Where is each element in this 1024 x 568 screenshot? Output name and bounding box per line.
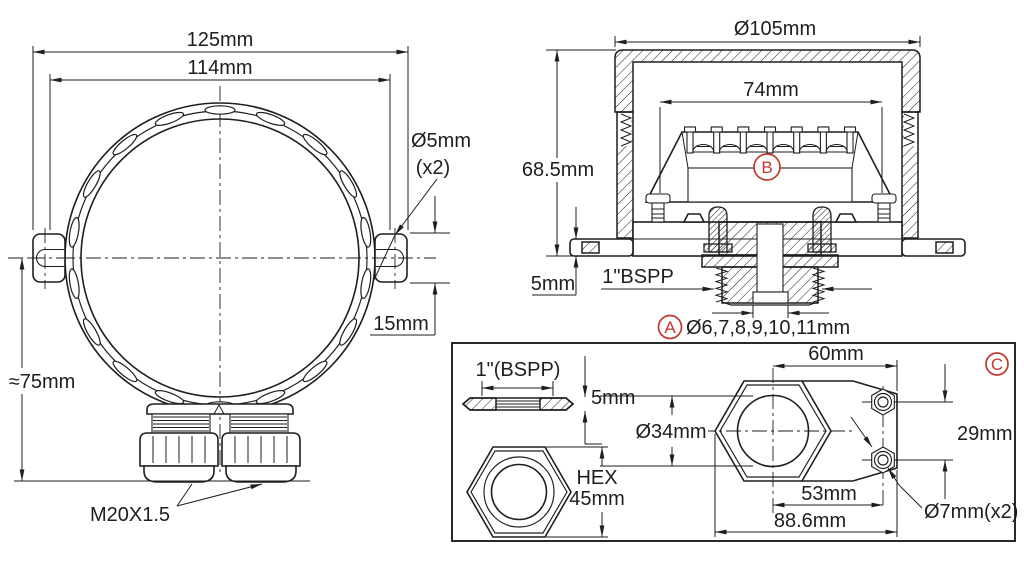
dim-locknut-thickness: 5mm	[582, 356, 635, 445]
dim-cap-diameter: Ø105mm	[614, 18, 921, 47]
dim-ear-hole-qty-label: (x2)	[416, 157, 450, 179]
dim-terminal-span: 74mm	[659, 79, 883, 193]
bracket-nut-top	[871, 388, 895, 416]
block-screw-left	[645, 193, 671, 223]
dim-bore-options-label: Ø6,7,8,9,10,11mm	[686, 317, 850, 339]
dim-nut-bore-label: Ø34mm	[635, 421, 706, 443]
dim-ear-offset: 15mm	[370, 196, 450, 336]
mounting-ear-left	[32, 228, 66, 289]
bracket-nut-bottom	[871, 446, 895, 474]
dim-hole-offset-label: 60mm	[808, 343, 864, 365]
label-process-thread-text: 1"BSPP	[602, 266, 674, 288]
marker-a-circle	[657, 314, 683, 340]
gland-flute-lines	[152, 436, 288, 463]
dim-hex-label: HEX	[576, 467, 617, 489]
dim-hole-pitch-vertical-label: 29mm	[957, 423, 1013, 445]
label-gland-thread-text: M20X1.5	[90, 504, 170, 526]
dim-hex-size-label: 45mm	[569, 488, 625, 510]
dim-terminal-span-label: 74mm	[743, 79, 799, 101]
mounting-ear-right	[374, 228, 408, 289]
dim-mount-holes: Ø7mm(x2)	[850, 416, 1018, 523]
dim-cover-diameter: 114mm	[49, 57, 391, 230]
fitting-bore	[756, 223, 784, 293]
dim-hex-size: HEX 45mm	[546, 446, 625, 538]
knurl-ring	[68, 105, 372, 411]
marker-b-label: B	[761, 158, 772, 177]
dim-bore-options: A Ø6,7,8,9,10,11mm	[657, 305, 850, 340]
locknut-front-view	[466, 446, 572, 538]
dim-hole-pitch-horizontal-label: 53mm	[801, 483, 857, 505]
base-tab-right	[901, 238, 966, 257]
detail-frame	[451, 342, 1016, 542]
dim-ear-offset-label: 15mm	[373, 313, 429, 335]
dim-locknut-thickness-label: 5mm	[591, 387, 635, 409]
dim-overall-width-label: 125mm	[187, 29, 254, 51]
dim-bracket-width: 88.6mm	[714, 434, 898, 537]
marker-c-circle	[985, 352, 1009, 376]
marker-a-label: A	[664, 318, 676, 337]
dim-overall-height: ≈75mm	[3, 258, 310, 482]
dim-body-height-label: 68.5mm	[522, 159, 594, 181]
marker-b-circle	[753, 153, 781, 181]
dim-overall-width: 125mm	[32, 29, 409, 230]
dim-hole-pitch-horizontal: 53mm	[773, 483, 883, 508]
section-view-housing: B Ø105mm 74mm	[520, 18, 966, 340]
dim-locknut-thread: 1"(BSPP)	[476, 359, 561, 396]
front-view-housing: 125mm 114mm Ø5mm (x2) 15mm ≈75mm	[3, 29, 471, 526]
dim-body-height: 68.5mm	[520, 49, 616, 257]
dim-hole-offset: 60mm	[773, 343, 898, 391]
dim-hole-pitch-vertical: 29mm	[942, 364, 1013, 499]
dim-locknut-thread-label: 1"(BSPP)	[476, 359, 561, 381]
gland-boss	[146, 403, 294, 415]
cap-spring-detail	[619, 113, 916, 147]
locknut-side-view	[461, 397, 575, 411]
dim-nut-bore: Ø34mm	[600, 395, 753, 467]
label-process-thread: 1"BSPP	[601, 266, 872, 292]
dim-cover-diameter-label: 114mm	[187, 57, 252, 79]
cover-inner-circle	[80, 118, 360, 398]
fitting-thread-zigzag	[714, 267, 826, 303]
fitting-counterbore	[752, 291, 789, 304]
terminal-row	[683, 126, 857, 154]
label-gland-thread: M20X1.5	[90, 483, 263, 526]
dim-ear-hole-label: Ø5mm	[411, 130, 471, 152]
dim-ear-hole: Ø5mm (x2)	[372, 130, 471, 283]
detail-view-box: C 1"(BSPP) 5mm	[451, 342, 1018, 542]
block-screw-right	[871, 193, 897, 223]
captive-screw-right	[812, 206, 832, 253]
dim-bracket-width-label: 88.6mm	[774, 510, 846, 532]
dim-cap-diameter-label: Ø105mm	[734, 18, 816, 40]
process-fitting	[701, 206, 839, 306]
gland-thread-lines	[153, 416, 287, 432]
marker-c-label: C	[991, 355, 1003, 374]
dim-flange-thickness-label: 5mm	[531, 273, 575, 295]
base-tab-left	[569, 238, 634, 257]
dim-overall-height-label: ≈75mm	[9, 371, 76, 393]
dim-mount-holes-label: Ø7mm(x2)	[924, 501, 1018, 523]
captive-screw-left	[708, 206, 728, 253]
dim-flange-thickness: 5mm	[531, 207, 579, 296]
